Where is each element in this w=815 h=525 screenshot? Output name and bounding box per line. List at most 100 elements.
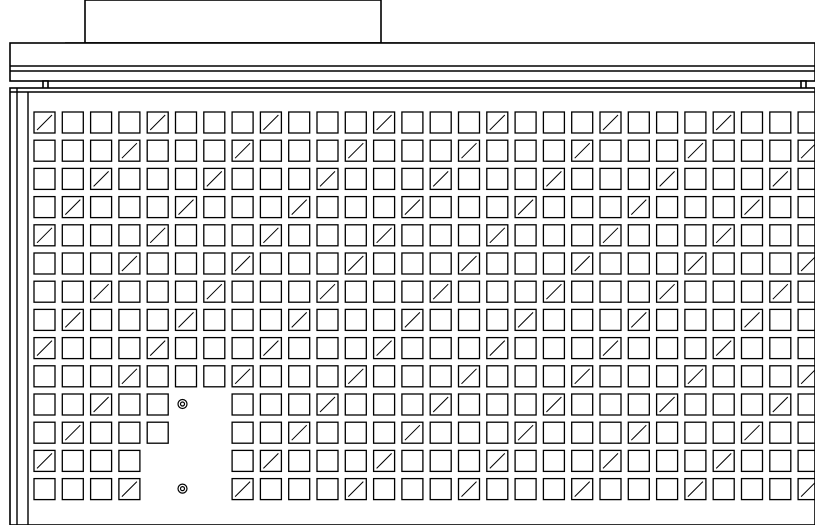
grille-detail-line (602, 453, 619, 469)
grille-detail-line (347, 368, 364, 385)
grille-hole (61, 449, 84, 473)
grille-hole (231, 252, 254, 275)
grille-hole (259, 393, 283, 416)
grille-hole (33, 195, 56, 219)
grille-hole (429, 195, 452, 219)
grille-hole (655, 336, 679, 360)
grille-detail-line (461, 368, 477, 385)
grille-detail-line (263, 114, 279, 131)
grille-hole (61, 252, 84, 275)
grille-detail-line (489, 114, 506, 131)
grille-hole (89, 393, 113, 416)
grille-detail-line (546, 171, 562, 187)
grille-hole (712, 477, 735, 501)
grille-detail-line (687, 255, 704, 272)
grille-hole (203, 195, 226, 219)
grille-hole (344, 195, 367, 219)
grille-hole (259, 139, 283, 162)
grille-hole (571, 224, 594, 247)
grille-hole (372, 167, 396, 191)
grille-hole (372, 252, 396, 275)
grille-hole (769, 139, 792, 162)
grille-hole (627, 449, 650, 473)
grille-hole (599, 421, 622, 444)
grille-hole (769, 252, 792, 275)
grille-hole (401, 365, 424, 388)
grille-detail-line (319, 171, 336, 187)
grille-hole (89, 252, 113, 275)
grille-hole (627, 195, 650, 219)
grille-detail-line (461, 142, 477, 159)
grille-hole (712, 308, 735, 332)
grille-detail-line (687, 481, 704, 497)
grille-hole (514, 308, 537, 332)
grille-hole (740, 336, 764, 360)
grille-hole (89, 308, 113, 332)
grille-hole (344, 224, 367, 247)
grille-hole (486, 421, 509, 444)
grille-hole (684, 224, 707, 247)
grille-hole (288, 477, 311, 501)
grille-hole (542, 449, 566, 473)
grille-hole (542, 477, 566, 501)
grille-hole (33, 167, 56, 191)
grille-hole (457, 252, 481, 275)
grille-hole (174, 195, 198, 219)
grille-detail-line (404, 312, 421, 328)
grille-hole (655, 393, 679, 416)
grille-hole (316, 195, 339, 219)
grille-hole (288, 252, 311, 275)
grille-hole (429, 280, 452, 303)
grille-hole (146, 308, 169, 332)
grille-hole (571, 449, 594, 473)
grille-hole (740, 421, 764, 444)
grille-hole (203, 336, 226, 360)
grille-hole (457, 139, 481, 162)
grille-detail-line (800, 256, 815, 272)
grille-hole (89, 449, 113, 473)
top-handle (65, 0, 420, 44)
grille-hole (118, 477, 141, 501)
grille-hole (797, 167, 815, 191)
grille-hole (740, 449, 764, 473)
grille-hole (740, 280, 764, 303)
grille-hole (542, 421, 566, 444)
grille-hole (797, 111, 815, 134)
grille-hole (627, 252, 650, 275)
grille-hole (429, 421, 452, 444)
grille-detail-line (234, 255, 251, 272)
grille-hole (61, 139, 84, 162)
grille-hole (655, 365, 679, 388)
grille-hole (146, 139, 169, 162)
grille-hole (599, 336, 622, 360)
grille-hole (655, 477, 679, 501)
grille-hole (61, 421, 84, 444)
grille-hole (174, 111, 198, 134)
grille-hole (769, 393, 792, 416)
grille-hole (457, 365, 481, 388)
grille-hole (740, 167, 764, 191)
grille-hole (372, 477, 396, 501)
grille-hole (288, 195, 311, 219)
grille-hole (627, 280, 650, 303)
grille-hole (118, 308, 141, 332)
grille-hole (118, 224, 141, 247)
grille-hole (146, 224, 169, 247)
grille-hole (797, 252, 815, 275)
grille-detail-line (376, 114, 392, 131)
grille-hole (599, 195, 622, 219)
grille-hole (344, 252, 367, 275)
grille-detail-line (121, 255, 138, 272)
fastener-screw (179, 401, 186, 407)
grille-hole (344, 393, 367, 416)
grille-hole (231, 280, 254, 303)
grille-hole (401, 477, 424, 501)
grille-hole (118, 336, 141, 360)
grille-hole (118, 280, 141, 303)
grille-hole (712, 195, 735, 219)
grille-hole (316, 167, 339, 191)
grille-hole (401, 280, 424, 303)
grille-hole (712, 449, 735, 473)
grille-hole (542, 336, 566, 360)
grille-hole (514, 421, 537, 444)
